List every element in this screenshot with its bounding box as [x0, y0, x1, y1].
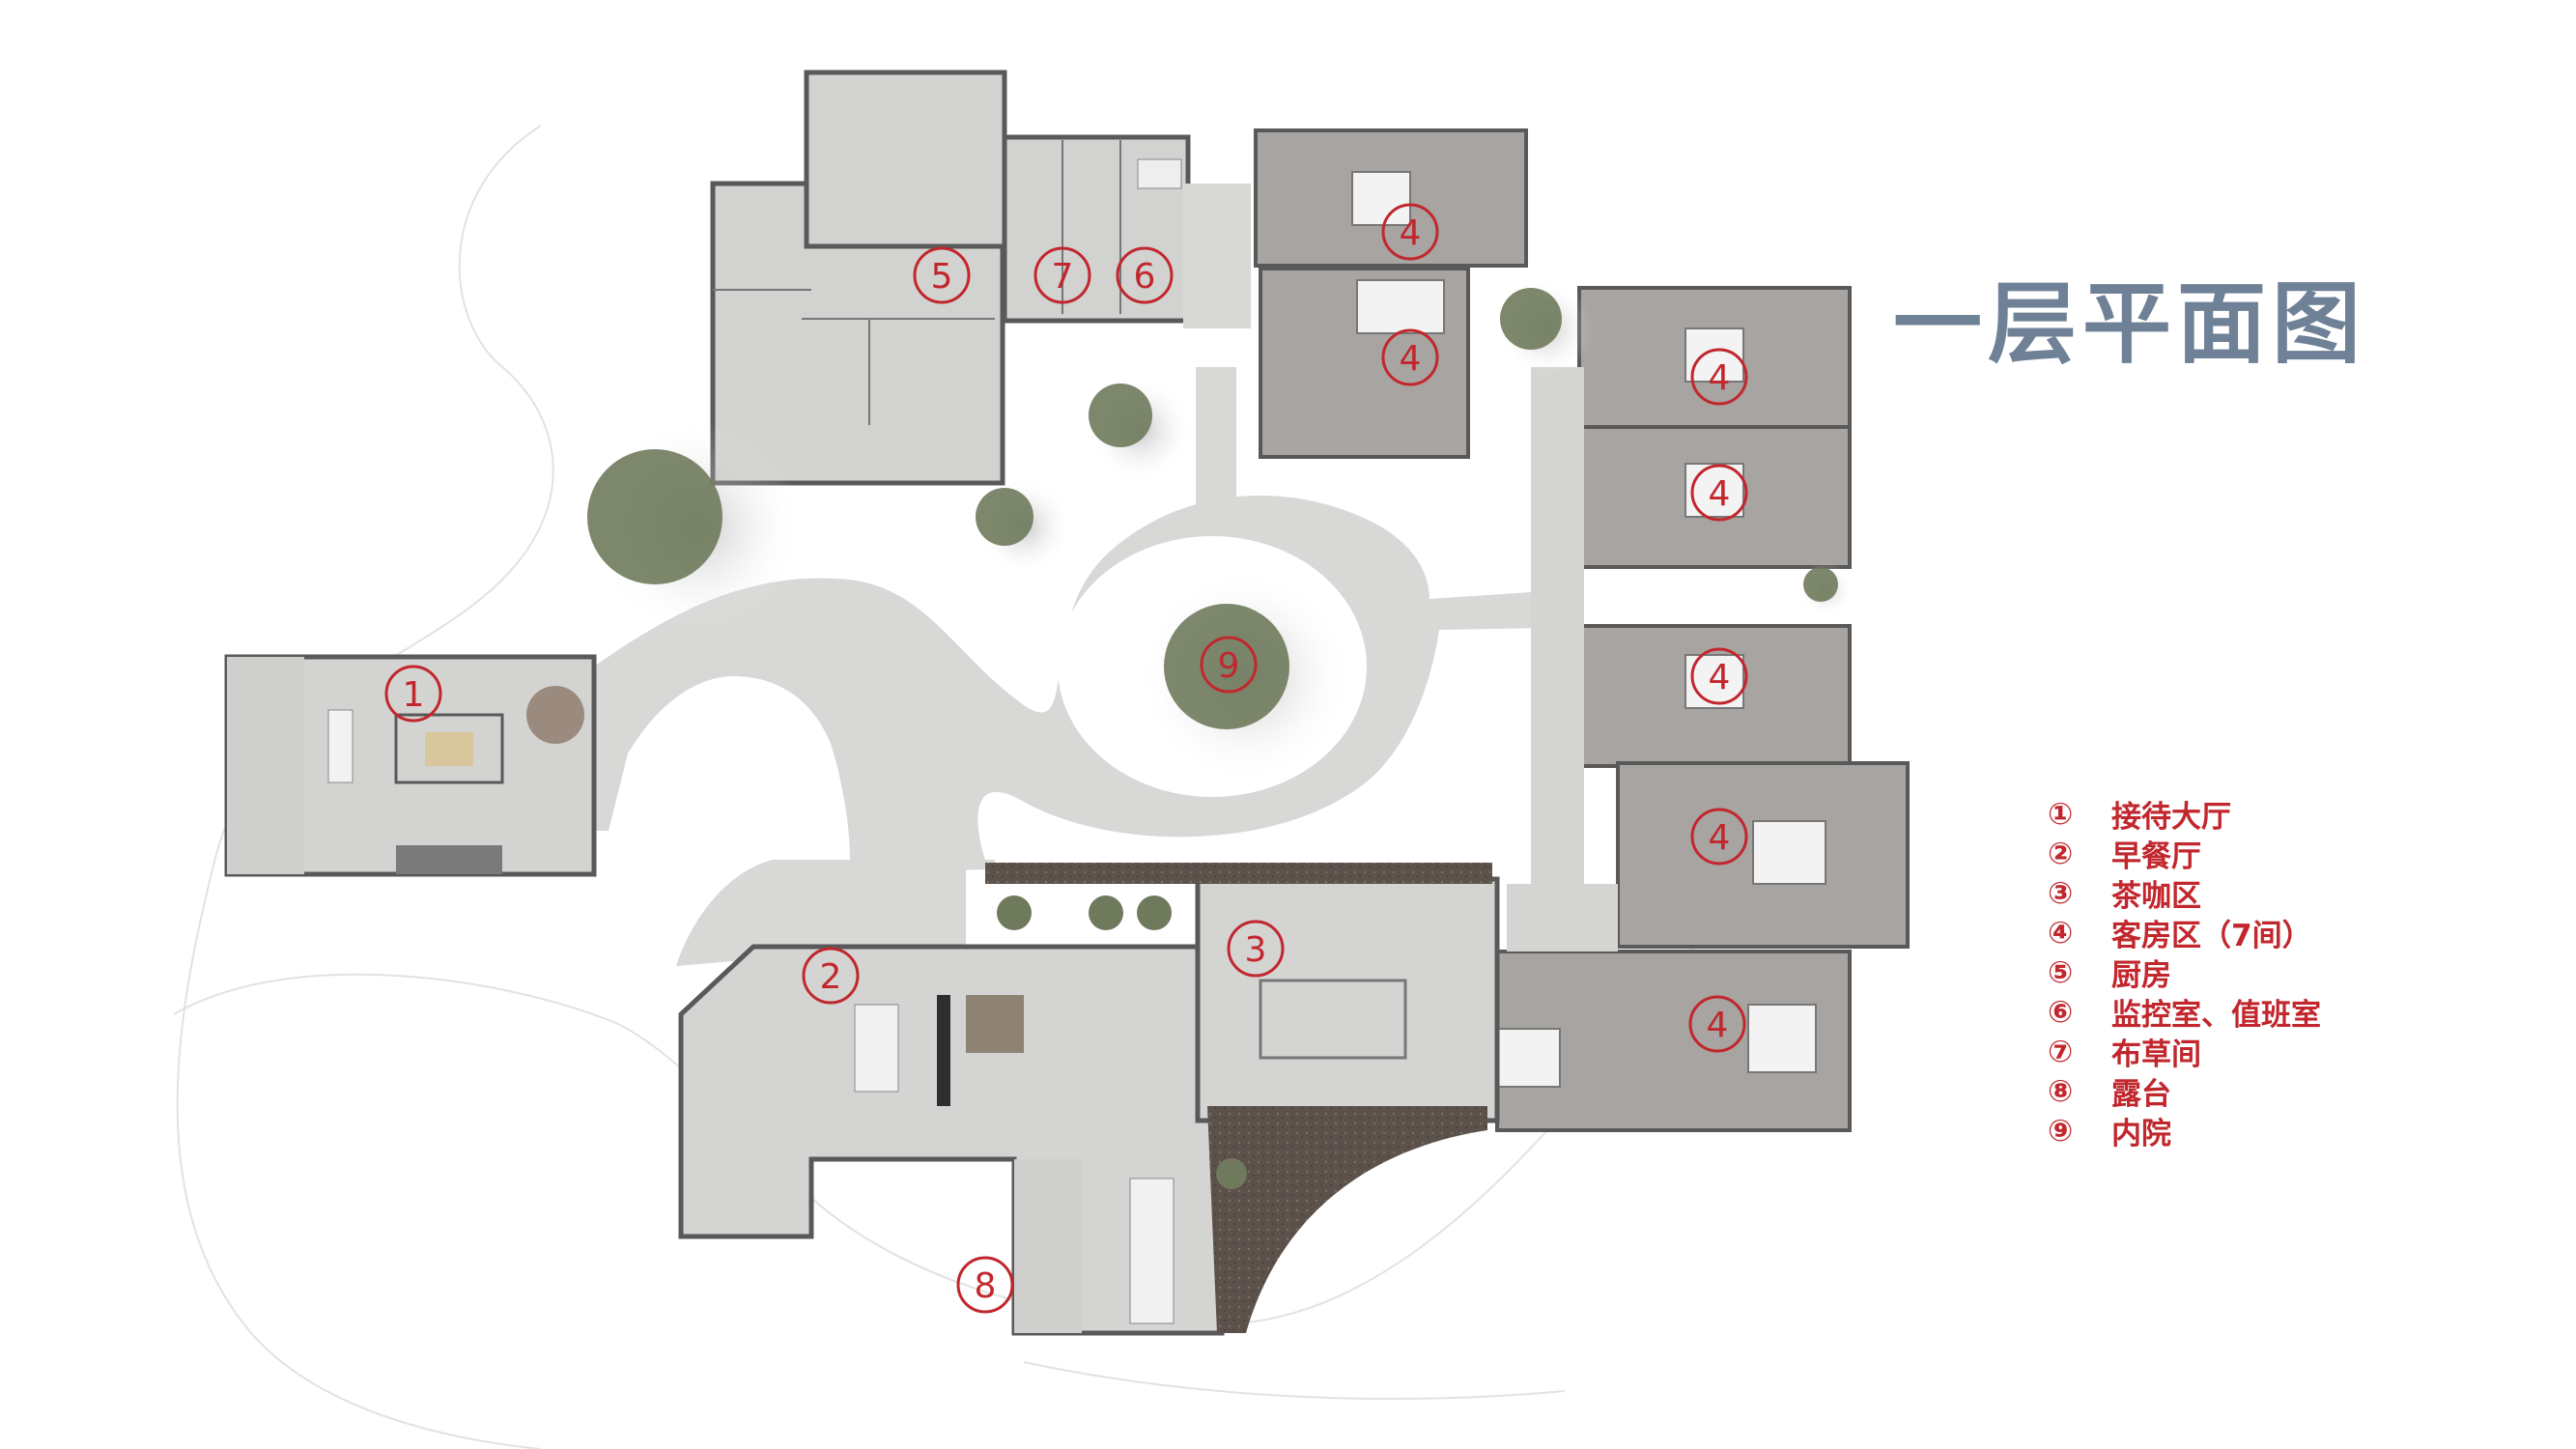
legend-num: ⑦	[2048, 1034, 2074, 1069]
marker-8-label: 8	[975, 1266, 997, 1306]
marker-4b-label: 4	[1400, 339, 1422, 379]
marker-4f-label: 4	[1709, 818, 1731, 858]
marker-5: 5	[913, 246, 971, 304]
terrace-strip-top	[985, 863, 1492, 884]
marker-9-label: 9	[1218, 646, 1240, 686]
legend: ① 接待大厅 ② 早餐厅 ③ 茶咖区 ④ 客房区（7间） ⑤ 厨房 ⑥ 监控室、值班室 ⑦ 布…	[2048, 794, 2321, 1152]
legend-label: 露台	[2111, 1077, 2171, 1112]
marker-9: 9	[1200, 636, 1258, 694]
legend-num: ③	[2048, 875, 2074, 911]
marker-3-label: 3	[1245, 930, 1267, 970]
marker-4f: 4	[1690, 808, 1748, 866]
legend-label: 茶咖区	[2111, 879, 2201, 914]
breakfast-cafe-block	[678, 876, 1500, 1336]
marker-4e-label: 4	[1709, 658, 1731, 697]
legend-item: ⑧ 露台	[2048, 1071, 2321, 1113]
legend-label: 内院	[2111, 1117, 2171, 1151]
legend-item: ⑨ 内院	[2048, 1111, 2321, 1152]
marker-1: 1	[384, 665, 442, 723]
legend-item: ⑤ 厨房	[2048, 952, 2321, 994]
marker-7: 7	[1033, 246, 1091, 304]
guest-corridor	[1531, 367, 1584, 947]
legend-label: 接待大厅	[2111, 800, 2231, 835]
marker-8: 8	[956, 1256, 1014, 1314]
guest-corridor-lower	[1507, 884, 1618, 952]
terrace-wedge	[1207, 1106, 1487, 1333]
marker-4a: 4	[1381, 203, 1439, 261]
legend-num: ⑨	[2048, 1113, 2074, 1149]
marker-7-label: 7	[1052, 257, 1074, 297]
legend-num: ⑧	[2048, 1073, 2074, 1109]
legend-num: ④	[2048, 915, 2074, 951]
marker-5-label: 5	[931, 257, 953, 297]
legend-label: 早餐厅	[2111, 839, 2201, 874]
marker-4d-label: 4	[1709, 474, 1731, 514]
trees	[587, 280, 1853, 1189]
plan-title: 一层平面图	[1893, 272, 2367, 376]
marker-4b: 4	[1381, 328, 1439, 386]
legend-label: 客房区（7间）	[2111, 919, 2312, 953]
legend-label: 布草间	[2111, 1037, 2201, 1072]
legend-item: ③ 茶咖区	[2048, 873, 2321, 915]
marker-6-label: 6	[1134, 257, 1156, 297]
legend-label: 厨房	[2111, 958, 2171, 993]
marker-2: 2	[802, 947, 860, 1005]
legend-item: ⑦ 布草间	[2048, 1032, 2321, 1073]
reception-hall	[224, 654, 597, 877]
guest-room-beds	[1351, 171, 1826, 1088]
zone-markers: 1 2 3 4 4 4 4 4 4 4 5 6 7 8 9	[384, 203, 1748, 1314]
marker-2-label: 2	[820, 957, 842, 997]
marker-4c-label: 4	[1709, 358, 1731, 398]
legend-label: 监控室、值班室	[2111, 998, 2321, 1033]
service-block	[710, 70, 1251, 486]
marker-4g: 4	[1688, 995, 1746, 1053]
legend-num: ②	[2048, 836, 2074, 871]
marker-6: 6	[1116, 246, 1174, 304]
legend-item: ⑥ 监控室、值班室	[2048, 992, 2321, 1034]
marker-1-label: 1	[403, 675, 425, 715]
legend-num: ⑥	[2048, 994, 2074, 1030]
marker-3: 3	[1227, 920, 1285, 978]
legend-num: ⑤	[2048, 954, 2074, 990]
legend-item: ② 早餐厅	[2048, 834, 2321, 875]
legend-num: ①	[2048, 796, 2074, 832]
marker-4e: 4	[1690, 647, 1748, 705]
marker-4g-label: 4	[1707, 1006, 1729, 1045]
legend-item: ④ 客房区（7间）	[2048, 913, 2321, 954]
marker-4c: 4	[1690, 348, 1748, 406]
marker-4d: 4	[1690, 464, 1748, 522]
marker-4a-label: 4	[1400, 213, 1422, 253]
legend-item: ① 接待大厅	[2048, 794, 2321, 836]
